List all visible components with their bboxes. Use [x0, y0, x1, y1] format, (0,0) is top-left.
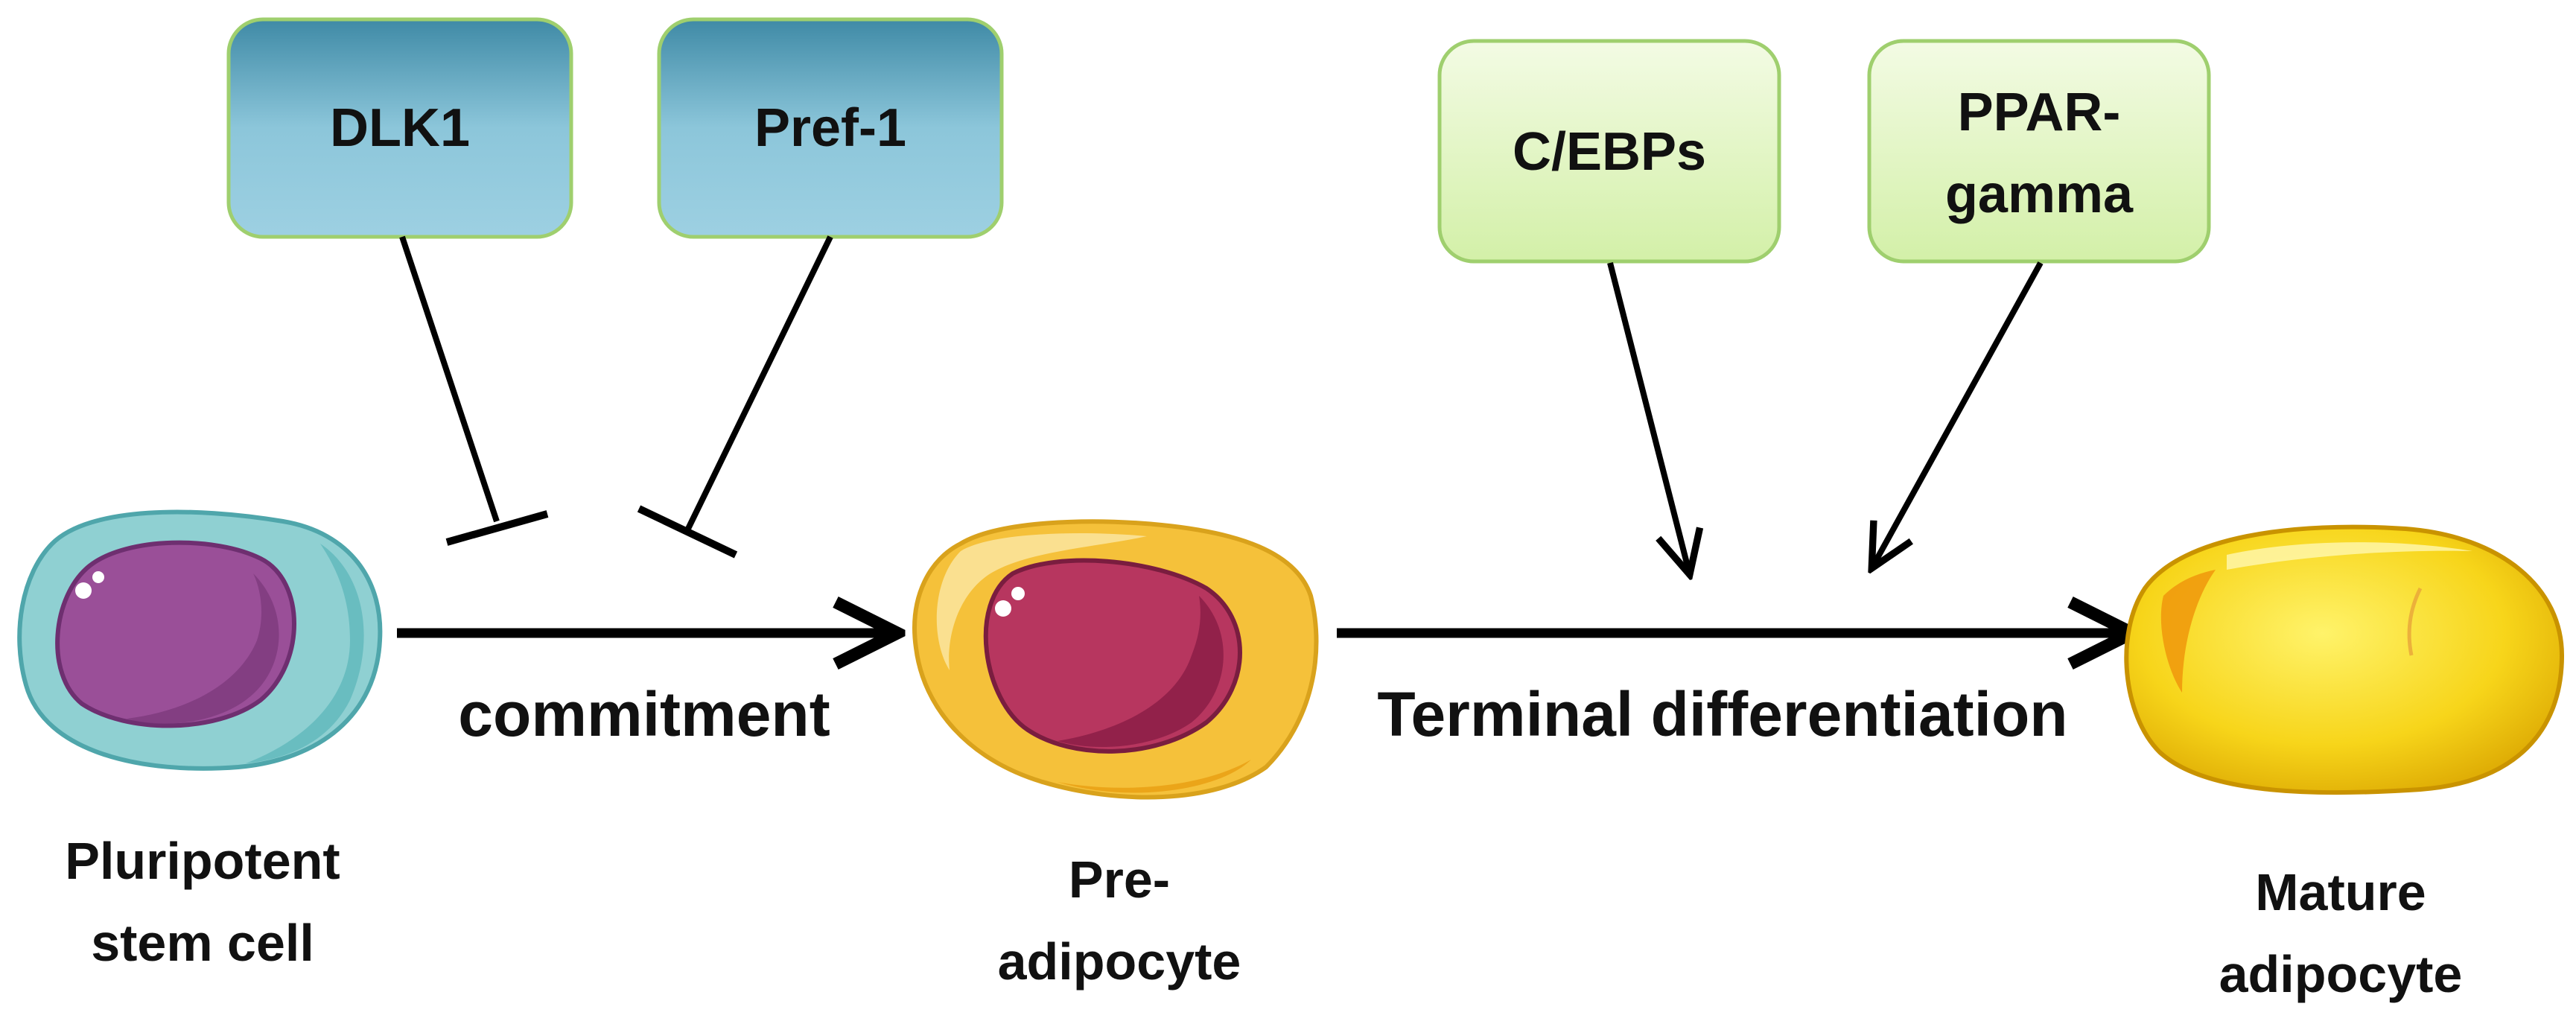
pref1-inhibition-bar — [637, 505, 738, 559]
commitment-label: commitment — [458, 679, 830, 749]
cebps-box-shape — [1437, 39, 1781, 264]
stem-cell-highlight-large — [75, 582, 92, 599]
pref1-label: Pref-1 — [754, 98, 906, 158]
stem-cell-nucleus — [55, 540, 296, 728]
pref1-inhibition-edge — [637, 235, 833, 559]
pluripotent-stem-cell — [17, 509, 383, 771]
pparg-label-line2: gamma — [1945, 165, 2134, 224]
cebps-activation-arrow — [1607, 262, 1689, 572]
pre-adipocyte-bottom-sheen — [1058, 760, 1251, 793]
pparg-box: PPAR- gamma — [1867, 39, 2211, 264]
mature-adipocyte-body — [2124, 524, 2565, 795]
mature-adipocyte-left-mark — [2160, 570, 2216, 693]
pre-adipocyte-label-line2: adipocyte — [998, 932, 1241, 991]
dlk1-inhibition-edge — [399, 235, 549, 546]
dlk1-inhibition-line — [399, 235, 500, 523]
mature-adipocyte-label-line2: adipocyte — [2219, 945, 2463, 1003]
dlk1-label: DLK1 — [330, 98, 470, 158]
pparg-label-line1: PPAR- — [1958, 83, 2121, 142]
mature-adipocyte-cell — [2124, 524, 2565, 795]
pre-adipocyte-highlight-large — [995, 600, 1011, 617]
cebps-box: C/EBPs — [1437, 39, 1781, 264]
dlk1-box-shape — [226, 17, 573, 239]
pref1-inhibition-line — [684, 235, 833, 532]
stem-cell-highlight-small — [92, 571, 104, 583]
pre-adipocyte-membrane-light — [936, 533, 1147, 670]
pparg-box-shape — [1867, 39, 2211, 264]
mature-adipocyte-top-sheen — [2227, 542, 2472, 570]
stem-cell-label-line1: Pluripotent — [65, 832, 340, 890]
stem-cell-nucleus-shade — [127, 573, 279, 724]
pre-adipocyte-nucleus-shade — [1058, 596, 1224, 747]
mature-adipocyte-crease — [2407, 587, 2423, 656]
dlk1-inhibition-bar — [445, 510, 549, 546]
dlk1-box: DLK1 — [226, 17, 573, 239]
stem-cell-label-line2: stem cell — [91, 914, 314, 972]
pref1-box: Pref-1 — [657, 17, 1004, 239]
pre-adipocyte-highlight-small — [1011, 587, 1025, 600]
pre-adipocyte-label-line1: Pre- — [1069, 850, 1170, 909]
terminal-differentiation-label: Terminal differentiation — [1377, 679, 2067, 749]
pre-adipocyte-cell — [912, 519, 1319, 800]
mature-adipocyte-label-line1: Mature — [2255, 863, 2426, 921]
pparg-activation-arrow — [1873, 261, 2044, 566]
cebps-label: C/EBPs — [1513, 122, 1706, 182]
stem-cell-rim — [246, 544, 364, 763]
